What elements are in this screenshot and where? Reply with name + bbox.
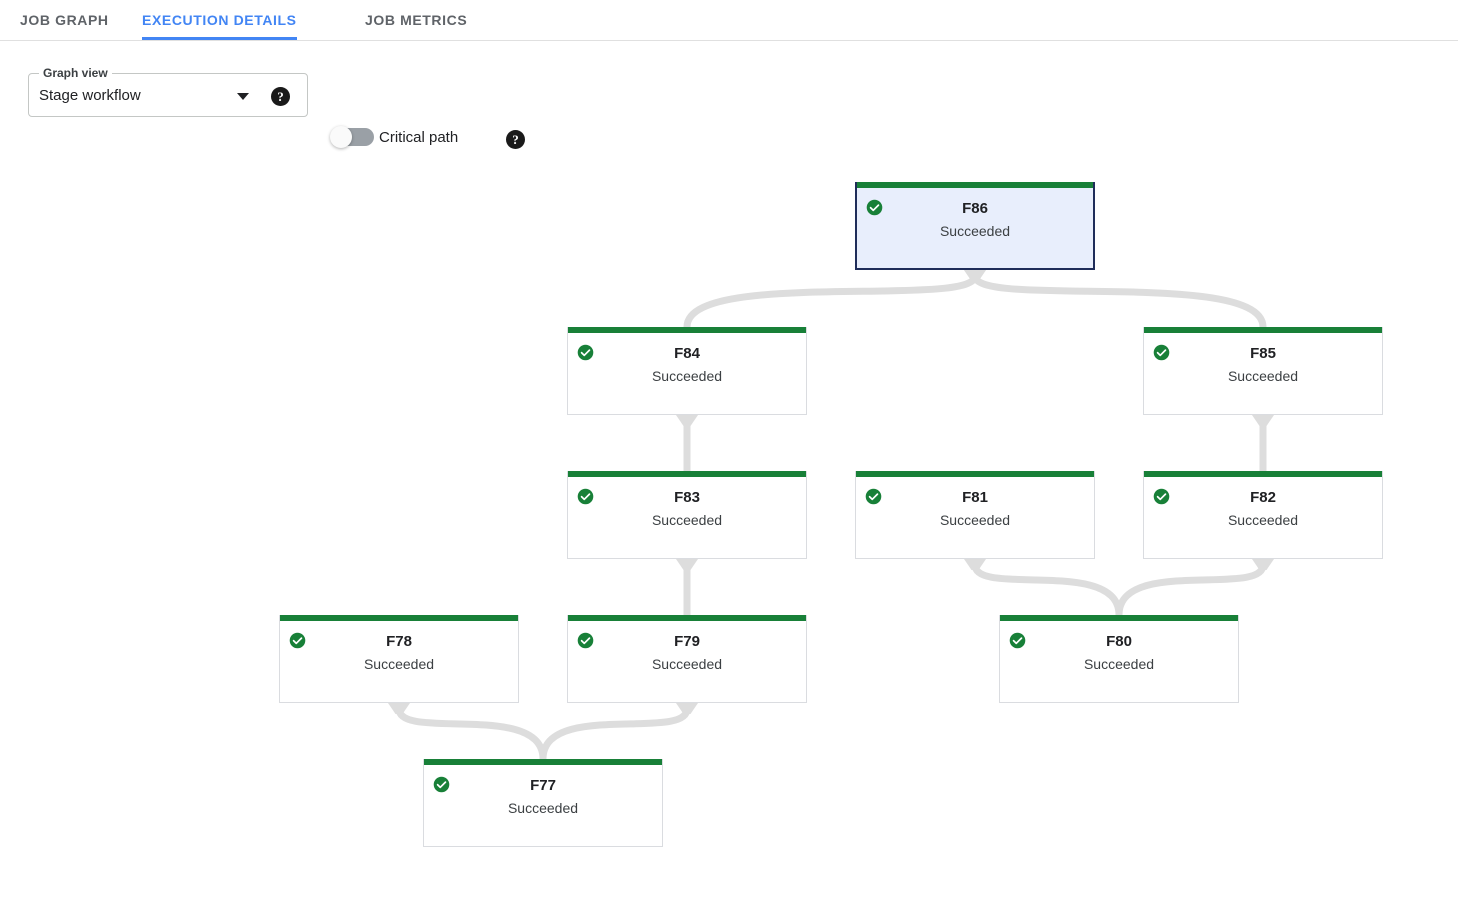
- node-status-label: Succeeded: [651, 656, 723, 672]
- node-title: F85: [1250, 345, 1276, 362]
- critical-path-toggle[interactable]: [330, 126, 374, 148]
- chevron-down-icon[interactable]: [237, 93, 249, 100]
- toggle-knob: [330, 126, 352, 148]
- node-status-bar: [1000, 615, 1238, 621]
- check-circle-icon: [866, 199, 883, 216]
- edge-line: [683, 272, 979, 331]
- check-circle-icon: [865, 488, 882, 505]
- node-status-bar: [856, 471, 1094, 477]
- tab-job-metrics[interactable]: JOB METRICS: [365, 0, 467, 40]
- edge-f86-to-f85: [964, 270, 1267, 331]
- node-status-label: Succeeded: [1083, 656, 1155, 672]
- tab-label: JOB METRICS: [365, 12, 468, 28]
- node-status-label: Succeeded: [1227, 368, 1299, 384]
- tab-label: JOB GRAPH: [20, 12, 109, 28]
- node-title: F78: [386, 633, 412, 650]
- graph-view-value: Stage workflow: [39, 87, 141, 104]
- edge-line: [539, 705, 691, 763]
- edge-f86-to-f84: [683, 270, 986, 331]
- node-status-bar: [568, 327, 806, 333]
- node-title: F86: [962, 200, 988, 217]
- edge-f81-to-f80: [964, 559, 1123, 619]
- check-circle-icon: [577, 632, 594, 649]
- check-circle-icon: [1009, 632, 1026, 649]
- node-title: F81: [962, 489, 988, 506]
- node-status-label: Succeeded: [507, 800, 579, 816]
- help-circle-icon[interactable]: ?: [506, 130, 525, 149]
- check-circle-icon: [577, 344, 594, 361]
- check-circle-icon: [289, 632, 306, 649]
- node-status-bar: [424, 759, 662, 765]
- node-status-label: Succeeded: [651, 368, 723, 384]
- node-title: F79: [674, 633, 700, 650]
- check-circle-icon: [433, 776, 450, 793]
- edge-f84-to-f83: [676, 415, 698, 475]
- check-circle-icon: [1153, 344, 1170, 361]
- node-status-bar: [280, 615, 518, 621]
- edge-f85-to-f82: [1252, 415, 1274, 475]
- tab-job-graph[interactable]: JOB GRAPH: [20, 0, 109, 40]
- node-status-bar: [1144, 327, 1382, 333]
- critical-path-label: Critical path: [379, 129, 459, 146]
- node-status-bar: [1144, 471, 1382, 477]
- tab-execution-details[interactable]: EXECUTION DETAILS: [142, 0, 297, 40]
- node-status-bar: [857, 182, 1093, 188]
- graph-controls: Graph view Stage workflow ? Critical pat…: [0, 41, 1458, 149]
- node-status-label: Succeeded: [939, 512, 1011, 528]
- node-title: F82: [1250, 489, 1276, 506]
- edge-f79-to-f77: [539, 703, 698, 763]
- edge-f83-to-f79: [676, 559, 698, 619]
- check-circle-icon: [577, 488, 594, 505]
- edge-line: [971, 561, 1123, 619]
- node-status-label: Succeeded: [651, 512, 723, 528]
- graph-view-label: Graph view: [39, 66, 112, 80]
- node-status-label: Succeeded: [1227, 512, 1299, 528]
- check-circle-icon: [1153, 488, 1170, 505]
- node-status-bar: [568, 615, 806, 621]
- node-status-bar: [568, 471, 806, 477]
- tab-bar: JOB GRAPH EXECUTION DETAILS JOB METRICS: [0, 0, 1458, 41]
- tab-active-indicator: [142, 37, 297, 40]
- node-status-label: Succeeded: [939, 223, 1011, 239]
- node-title: F84: [674, 345, 700, 362]
- graph-edges: [388, 270, 1274, 763]
- node-status-label: Succeeded: [363, 656, 435, 672]
- edge-f82-to-f80: [1115, 559, 1274, 619]
- edge-line: [971, 272, 1267, 331]
- edge-line: [1115, 561, 1267, 619]
- node-title: F83: [674, 489, 700, 506]
- edge-line: [395, 705, 547, 763]
- help-circle-icon[interactable]: ?: [271, 87, 290, 106]
- edge-f78-to-f77: [388, 703, 547, 763]
- tab-label: EXECUTION DETAILS: [142, 12, 297, 28]
- node-title: F77: [530, 777, 556, 794]
- graph-view-select[interactable]: Graph view Stage workflow ?: [28, 66, 308, 117]
- node-title: F80: [1106, 633, 1132, 650]
